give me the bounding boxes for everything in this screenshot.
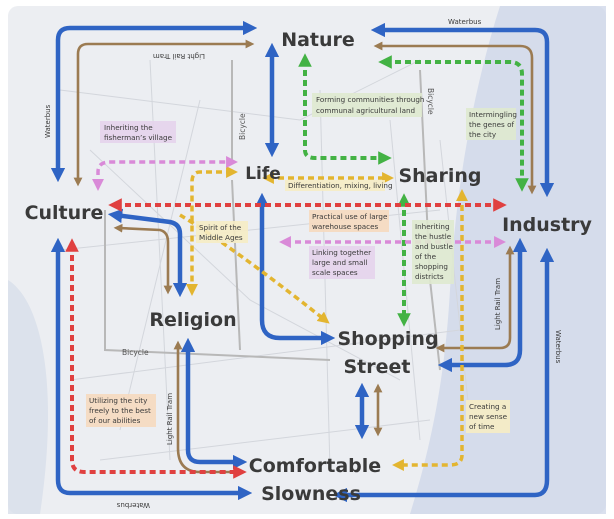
notes: Inheriting the fisherman’s village Formi… — [86, 93, 517, 433]
node-shopping-line2: Street — [344, 356, 411, 378]
note-hustle-line2: the hustle — [415, 232, 452, 241]
label-bicycle-mid: Bicycle — [122, 348, 149, 357]
note-fishermans-box — [100, 121, 176, 143]
note-fishermans-line2: fisherman’s village — [104, 133, 173, 142]
mixing-links — [92, 156, 506, 248]
node-life: Life — [245, 164, 281, 184]
note-utilizing-line3: of our abilities — [89, 416, 141, 425]
note-linking-line1: Linking together — [312, 248, 371, 257]
note-spirit-line1: Spirit of the — [199, 223, 242, 232]
note-linking-line3: scale spaces — [312, 268, 358, 277]
note-hustle-box — [412, 220, 454, 284]
note-fishermans-line1: Inheriting the — [104, 123, 153, 132]
note-warehouse-line2: warehouse spaces — [312, 222, 379, 231]
label-waterbus-top: Waterbus — [448, 18, 482, 26]
label-lrt-right: Light Rail Tram — [494, 278, 502, 330]
waterbus-routes — [50, 20, 555, 503]
note-communities-line1: Forming communities through — [316, 95, 424, 104]
note-spirit-line2: Middle Ages — [199, 233, 243, 242]
node-shopping-line1: Shopping — [337, 328, 438, 350]
note-hustle-line6: districts — [415, 272, 444, 281]
label-bicycle-right: Bicycle — [426, 88, 435, 115]
note-hustle-line1: Inheriting — [415, 222, 450, 231]
note-communities-box — [312, 93, 422, 117]
note-warehouse-line1: Practical use of large — [312, 212, 388, 221]
node-industry: Industry — [502, 214, 592, 236]
note-genes-line2: the genes of — [469, 120, 514, 129]
node-sharing: Sharing — [398, 165, 481, 187]
note-utilizing-line1: Utilizing the city — [89, 396, 148, 405]
node-comfortable-line2: Slowness — [261, 483, 361, 505]
node-nature: Nature — [281, 29, 355, 51]
note-newsense-line3: of time — [469, 422, 495, 431]
note-spirit-box — [196, 221, 248, 243]
node-culture: Culture — [25, 202, 104, 224]
label-lrt-left: Light Rail Tram — [166, 393, 174, 445]
concept-nodes: Nature Life Sharing Culture Industry Rel… — [25, 29, 593, 505]
note-newsense-line1: Creating a — [469, 402, 506, 411]
label-waterbus-bottom: Waterbus — [116, 501, 150, 509]
note-utilizing-line2: freely to the best — [89, 406, 151, 415]
note-genes-line1: Intermingling — [469, 110, 517, 119]
note-linking-line2: large and small — [312, 258, 367, 267]
note-hustle-line3: and bustle — [415, 242, 453, 251]
note-differentiation-box — [285, 180, 385, 191]
label-waterbus-left: Waterbus — [44, 104, 52, 138]
note-differentiation: Differentiation, mixing, living — [288, 181, 393, 190]
route-labels: Waterbus Waterbus Waterbus Waterbus Ligh… — [44, 18, 562, 509]
label-waterbus-right: Waterbus — [554, 330, 562, 364]
note-utilizing-box — [86, 394, 156, 427]
note-hustle-line4: of the — [415, 252, 437, 261]
note-genes-box — [466, 108, 516, 140]
note-linking-box — [309, 246, 375, 279]
note-communities-line2: communal agricultural land — [316, 106, 415, 115]
note-hustle-line5: shopping — [415, 262, 448, 271]
river-left — [8, 280, 49, 514]
node-comfortable-line1: Comfortable — [249, 455, 381, 477]
label-lrt-top: Light Rail Tram — [153, 52, 205, 60]
note-genes-line3: the city — [469, 130, 497, 139]
note-newsense-line2: new sense — [469, 412, 508, 421]
label-bicycle-top: Bicycle — [238, 113, 247, 140]
node-religion: Religion — [149, 309, 236, 331]
note-warehouse-box — [309, 210, 389, 232]
note-newsense-box — [466, 400, 510, 433]
